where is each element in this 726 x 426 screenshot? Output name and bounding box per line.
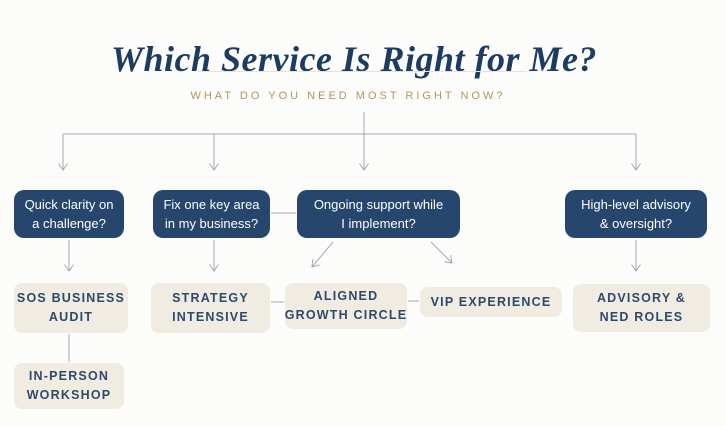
service-box-strategy-intensive: STRATEGY INTENSIVE	[151, 283, 270, 333]
service-line: STRATEGY	[172, 291, 249, 306]
service-line: INTENSIVE	[172, 310, 249, 324]
service-line: NED ROLES	[599, 310, 684, 324]
question-line: Fix one key area	[163, 196, 260, 212]
question-line: Ongoing support while	[313, 196, 444, 212]
service-box-in-person-workshop: IN-PERSON WORKSHOP	[14, 363, 124, 409]
service-line: WORKSHOP	[26, 388, 112, 402]
service-line: IN-PERSON	[28, 369, 110, 384]
service-box-aligned-growth-circle: ALIGNED GROWTH CIRCLE	[285, 283, 407, 329]
service-line: VIP EXPERIENCE	[430, 294, 552, 309]
service-box-sos-business-audit: SOS BUSINESS AUDIT	[14, 283, 128, 333]
question-line: Quick clarity on	[24, 196, 114, 212]
question-line: I implement?	[341, 216, 416, 231]
title-divider	[197, 71, 527, 72]
service-line: AUDIT	[48, 310, 94, 324]
question-box-ongoing-support: Ongoing support while I implement?	[297, 190, 460, 238]
arrow-to-vip-icon	[430, 241, 453, 264]
arrow-to-growth-circle-icon	[311, 241, 334, 268]
service-line: ADVISORY &	[596, 291, 687, 306]
question-box-quick-clarity: Quick clarity on a challenge?	[14, 190, 124, 238]
question-box-advisory-oversight: High-level advisory & oversight?	[565, 190, 707, 238]
question-line: & oversight?	[599, 216, 673, 231]
page-title: Which Service Is Right for Me?	[110, 39, 598, 80]
service-box-advisory-ned-roles: ADVISORY & NED ROLES	[573, 284, 710, 332]
question-line: a challenge?	[32, 216, 106, 231]
question-box-fix-one-area: Fix one key area in my business?	[153, 190, 270, 238]
question-line: High-level advisory	[581, 196, 691, 212]
service-line: SOS BUSINESS	[16, 291, 126, 306]
page-subtitle: WHAT DO YOU NEED MOST RIGHT NOW?	[190, 90, 506, 102]
service-line: ALIGNED	[313, 289, 379, 304]
service-box-vip-experience: VIP EXPERIENCE	[420, 287, 562, 317]
question-line: in my business?	[164, 216, 259, 231]
service-line: GROWTH CIRCLE	[284, 308, 408, 322]
